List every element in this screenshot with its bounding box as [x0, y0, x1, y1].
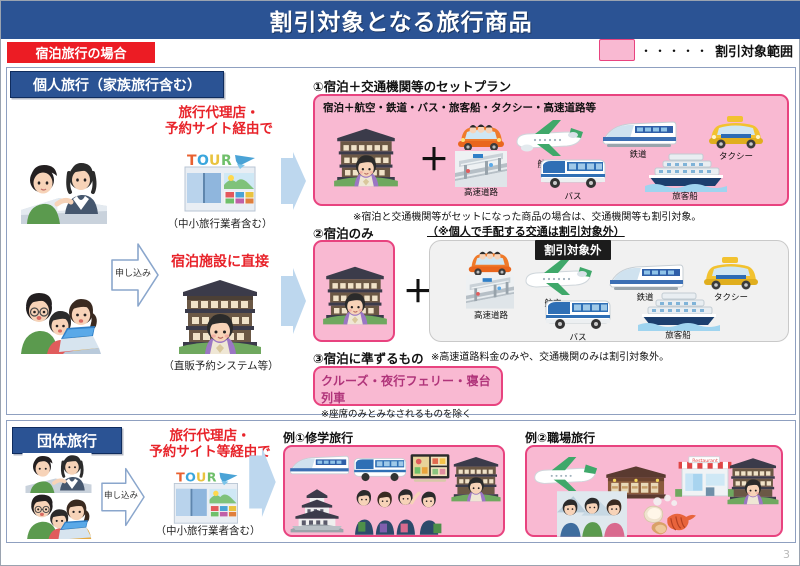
- train-icon: [602, 121, 677, 147]
- discount-excluded-badge: 割引対象外: [535, 240, 611, 260]
- panel-group-travel: 団体旅行: [6, 420, 796, 543]
- svg-text:Restaurant: Restaurant: [692, 458, 718, 464]
- airplane-icon: [525, 259, 592, 295]
- section2-exclusion-title: （※個人で手配する交通は割引対象外）: [427, 225, 625, 238]
- section1-pink-box: 宿泊＋航空・鉄道・バス・旅客船・タクシー・高速道路等: [313, 94, 789, 206]
- section2-plus-sign: ＋: [403, 275, 433, 310]
- icon-caption-expressway: 高速道路: [473, 311, 508, 321]
- counter-consultation-illustration-icon: [22, 453, 92, 495]
- restaurant-icon: Restaurant: [675, 456, 735, 497]
- icon-caption-ship: 旅客船: [665, 331, 691, 341]
- svg-text:R: R: [221, 153, 232, 169]
- travel-agency-shop-icon: T O U R: [184, 153, 256, 212]
- section1-plus-sign: ＋: [419, 143, 449, 178]
- svg-text:T: T: [187, 153, 197, 169]
- ryokan-okami-icon: [727, 458, 779, 505]
- route-direct-label: 宿泊施設に直接: [171, 254, 269, 270]
- section3-line1: クルーズ・夜行フェリー・寝台列車: [321, 374, 491, 405]
- svg-text:R: R: [207, 470, 217, 485]
- train-icon: [289, 455, 349, 475]
- group-agency-sublabel: （中小旅行業者含む）: [155, 525, 261, 537]
- counter-consultation-illustration-icon: [15, 158, 107, 224]
- section3-pink-box: クルーズ・夜行フェリー・寝台列車 ※座席のみとみなされるものを除く: [313, 366, 503, 420]
- icon-caption-bus: バス: [564, 192, 582, 202]
- icon-caption-taxi: タクシー: [713, 293, 748, 303]
- icon-caption-train: 鉄道: [636, 293, 654, 303]
- legend: ・・・・・ 割引対象範囲: [598, 39, 793, 61]
- section1-caption: 宿泊＋航空・鉄道・バス・旅客船・タクシー・高速道路等: [323, 102, 596, 114]
- panel-personal-travel: 個人旅行（家族旅行含む）: [6, 67, 796, 420]
- ryokan-okami-icon: [451, 457, 501, 502]
- icon-caption-ship: 旅客船: [672, 192, 698, 202]
- legend-dots: ・・・・・: [639, 43, 710, 58]
- ship-icon: [645, 153, 727, 192]
- castle-icon: [290, 489, 344, 533]
- ryokan-okami-icon: [179, 280, 261, 354]
- section-tab-group-travel: 団体旅行: [12, 427, 122, 454]
- family-laptop-illustration-icon: [15, 286, 107, 354]
- page-title: 割引対象となる旅行商品: [269, 10, 533, 36]
- section2-heading: ②宿泊のみ: [313, 226, 374, 241]
- application-arrow-icon: [111, 243, 159, 307]
- bus-icon: [545, 300, 611, 329]
- bus-icon: [353, 458, 407, 482]
- ryokan-okami-icon: [323, 266, 387, 325]
- icon-caption-expressway: 高速道路: [463, 188, 498, 198]
- slide-header: 割引対象となる旅行商品: [1, 1, 800, 39]
- group-feed-arrow-icon: [249, 447, 276, 517]
- example2-heading: 例②職場旅行: [525, 431, 596, 445]
- feed-arrow-lower-icon: [281, 268, 306, 334]
- section2-note: ※高速道路料金のみや、交通機関のみは割引対象外。: [431, 352, 670, 363]
- example2-pink-box: Restaurant: [525, 445, 783, 537]
- airplane-icon: [534, 457, 598, 491]
- ryokan-okami-icon: [334, 128, 398, 187]
- bus-icon: [540, 159, 606, 188]
- family-laptop-illustration-icon: [22, 493, 98, 539]
- icon-caption-train: 鉄道: [629, 150, 647, 160]
- colleagues-group-icon: [557, 491, 627, 537]
- train-icon: [609, 264, 684, 290]
- group-route-via-agency-label: 旅行代理店・ 予約サイト等経由で: [149, 428, 271, 460]
- application-arrow-icon: [101, 467, 145, 527]
- car-icon: [458, 124, 504, 150]
- taxi-icon: [709, 116, 763, 149]
- taxi-icon: [704, 257, 758, 290]
- airplane-icon: [516, 120, 583, 156]
- section2-lodging-pink-box: [313, 240, 395, 342]
- icon-caption-bus: バス: [569, 333, 587, 343]
- application-arrow-label: 申し込み: [114, 269, 151, 279]
- section3-line2: ※座席のみとみなされるものを除く: [321, 409, 472, 420]
- bento-box-icon: [410, 454, 450, 482]
- legend-color-swatch-icon: [598, 39, 635, 61]
- example1-heading: 例①修学旅行: [283, 431, 354, 445]
- svg-text:O: O: [197, 153, 209, 169]
- agency-sublabel: （中小旅行業者含む）: [167, 218, 273, 230]
- car-icon: [468, 251, 512, 275]
- section1-note: ※宿泊と交通機関等がセットになった商品の場合は、交通機関等も割引対象。: [353, 212, 702, 223]
- section3-heading: ③宿泊に準ずるもの: [313, 351, 424, 366]
- case-tab-row: 宿泊旅行の場合 ・・・・・ 割引対象範囲: [1, 39, 800, 65]
- application-arrow-label: 申し込み: [103, 491, 138, 501]
- ship-icon: [638, 292, 720, 331]
- section1-heading: ①宿泊＋交通機関等のセットプラン: [313, 79, 512, 94]
- students-group-icon: [355, 489, 442, 535]
- case-tab-stay-travel: 宿泊旅行の場合: [7, 42, 155, 63]
- svg-text:U: U: [209, 153, 220, 169]
- expressway-icon: [455, 151, 507, 187]
- svg-text:T: T: [176, 470, 185, 485]
- seafood-grill-icon: [643, 494, 696, 535]
- example1-pink-box: [283, 445, 505, 537]
- expressway-icon: [466, 275, 514, 309]
- feed-arrow-upper-icon: [281, 152, 306, 210]
- banquet-hall-icon: [606, 466, 666, 499]
- icon-caption-taxi: タクシー: [718, 152, 753, 162]
- route-via-agency-label: 旅行代理店・ 予約サイト経由で: [165, 105, 273, 137]
- direct-sublabel: （直販予約システム等）: [163, 360, 279, 372]
- svg-text:O: O: [185, 470, 196, 485]
- travel-agency-shop-icon: T O U R: [173, 470, 238, 524]
- page-number: 3: [783, 548, 790, 561]
- section-tab-personal-travel: 個人旅行（家族旅行含む）: [10, 71, 224, 98]
- legend-label: 割引対象範囲: [714, 44, 793, 60]
- svg-text:U: U: [196, 470, 206, 485]
